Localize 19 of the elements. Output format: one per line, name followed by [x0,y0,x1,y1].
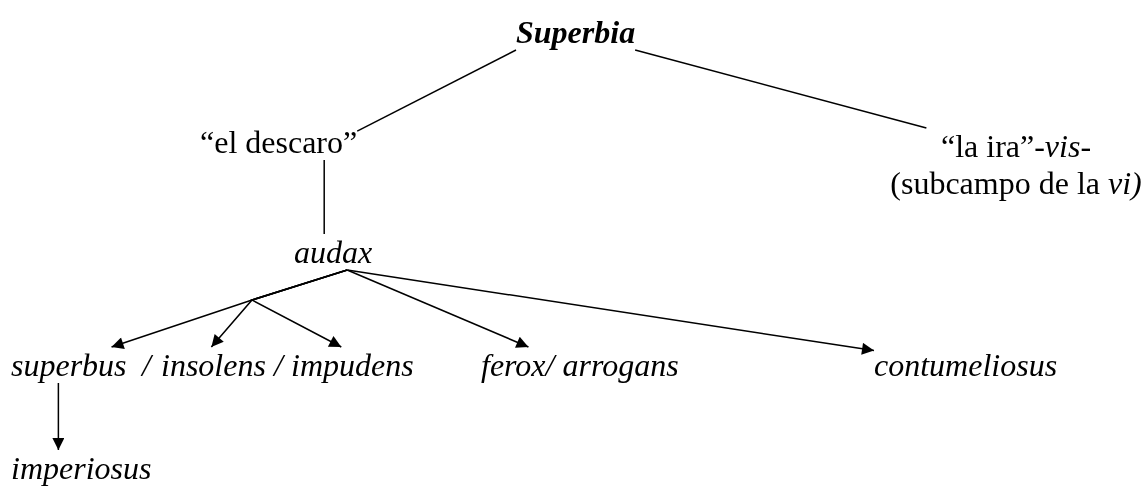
connector-line [356,49,517,132]
term-text: ferox/ arrogans [481,347,679,383]
arrow [346,269,530,348]
term-text: impudens [291,347,414,383]
term-text: “el descaro” [200,124,358,160]
term-text: contumeliosus [874,347,1058,383]
arrow [52,382,65,451]
arrow [346,269,875,355]
term-text: superbus [11,347,127,383]
term-text: imperiosus [11,450,152,486]
connector-line [634,49,928,129]
term-text: audax [294,234,373,270]
arrow [250,269,348,348]
separator-slash: / [274,347,283,383]
separator-slash: / [142,347,151,383]
term-text: insolens [161,347,266,383]
connector-line [323,159,325,235]
term-text: “la ira”-vis- (subcampo de la vi) [888,128,1144,202]
term-text: Superbia [516,14,636,50]
